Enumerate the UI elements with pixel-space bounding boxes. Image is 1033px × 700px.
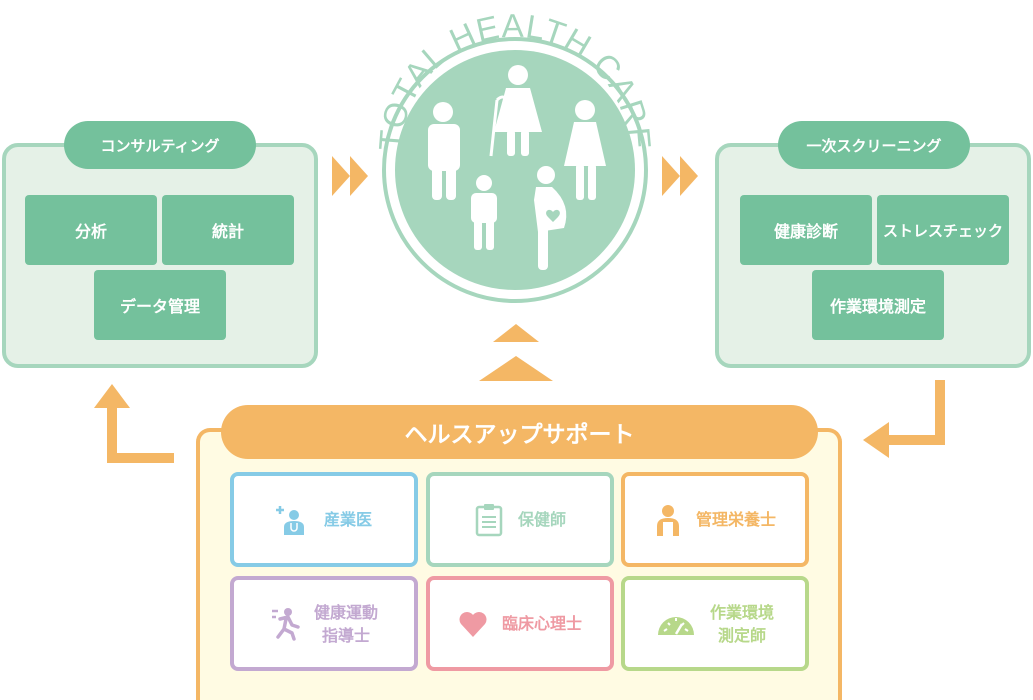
exercise-instructor-label-line1: 健康運動 xyxy=(313,602,378,622)
stress-check-tile: ストレスチェック xyxy=(877,195,1009,265)
child-icon xyxy=(471,175,497,250)
chevrons-center-to-right xyxy=(662,156,698,196)
work-environment-measurement-tile: 作業環境測定 xyxy=(812,270,944,340)
clinical-psychologist-tile: 臨床心理士 xyxy=(426,576,614,671)
running-person-icon xyxy=(271,607,300,641)
statistics-tile: 統計 xyxy=(162,195,294,265)
work-environment-measurer-label-line1: 作業環境 xyxy=(709,602,774,622)
center-circle-graphic: TOTAL HEALTH CARE xyxy=(372,7,657,303)
public-health-nurse-tile: 保健師 xyxy=(426,472,614,567)
work-environment-measurer-label: 作業環境測定師 xyxy=(710,601,774,647)
pregnant-woman-icon xyxy=(534,166,567,270)
screening-title: 一次スクリーニング xyxy=(778,121,970,169)
clipboard-icon xyxy=(475,503,503,536)
man-icon xyxy=(428,102,460,200)
dietitian-icon xyxy=(656,504,679,536)
work-environment-measurer-label-line2: 測定師 xyxy=(717,625,766,645)
dietitian-label: 管理栄養士 xyxy=(695,510,776,529)
arrow-screening-to-support xyxy=(863,380,945,458)
clinical-psychologist-label: 臨床心理士 xyxy=(501,614,582,633)
triangles-support-to-center xyxy=(479,324,553,381)
public-health-nurse-label: 保健師 xyxy=(517,510,566,529)
heart-icon xyxy=(459,611,487,637)
analysis-tile: 分析 xyxy=(25,195,157,265)
health-checkup-tile: 健康診断 xyxy=(740,195,872,265)
woman-icon xyxy=(564,100,606,200)
arrow-support-to-consulting xyxy=(94,384,174,463)
elderly-woman-with-cane-icon xyxy=(489,65,542,157)
consulting-title: コンサルティング xyxy=(64,121,256,169)
exercise-instructor-label: 健康運動指導士 xyxy=(314,601,378,647)
work-environment-measurer-tile: 作業環境測定師 xyxy=(621,576,809,671)
chevrons-left-to-center xyxy=(332,156,368,196)
occupational-physician-tile: 産業医 xyxy=(230,472,418,567)
exercise-instructor-tile: 健康運動指導士 xyxy=(230,576,418,671)
doctor-icon xyxy=(275,505,304,535)
health-up-support-title: ヘルスアップサポート xyxy=(221,405,818,459)
exercise-instructor-label-line2: 指導士 xyxy=(321,625,370,645)
gauge-icon xyxy=(657,616,694,635)
data-management-tile: データ管理 xyxy=(94,270,226,340)
dietitian-tile: 管理栄養士 xyxy=(621,472,809,567)
occupational-physician-label: 産業医 xyxy=(323,510,372,529)
